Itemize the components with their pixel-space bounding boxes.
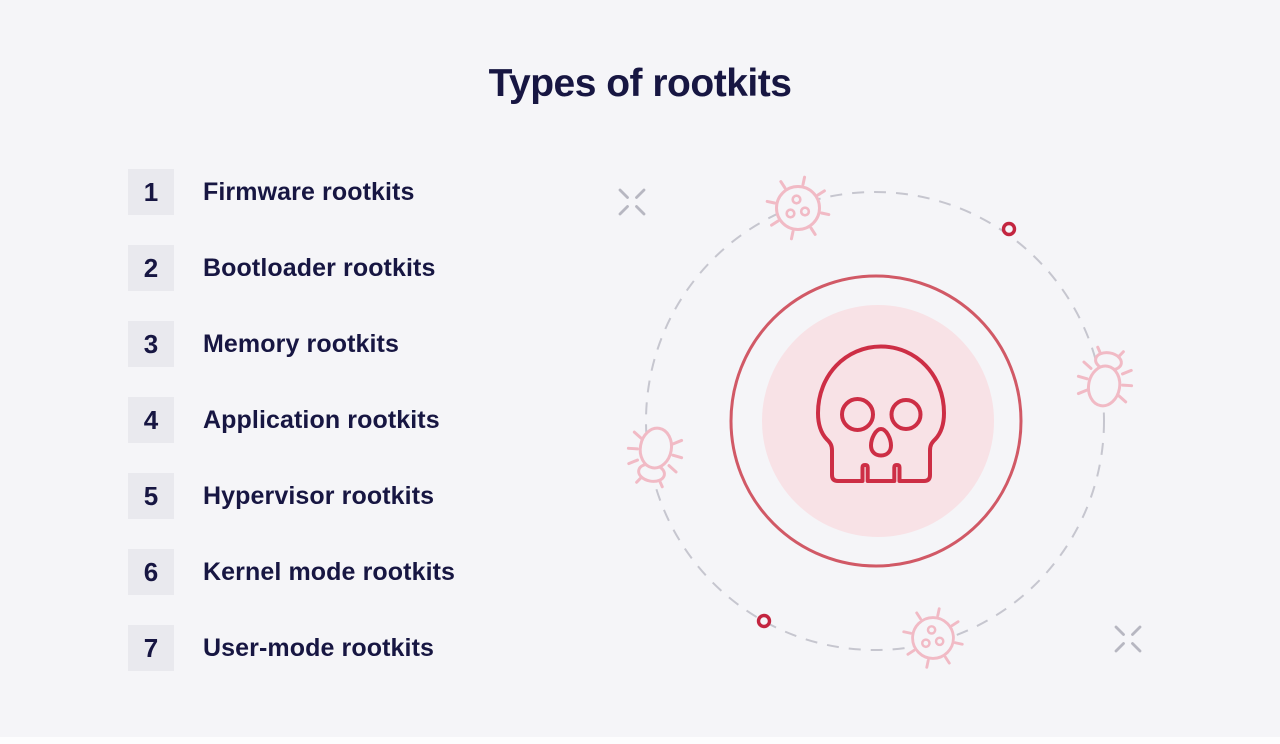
x-mark-bottom-right	[1114, 625, 1142, 653]
item-number-badge: 6	[128, 549, 174, 595]
item-label: Memory rootkits	[203, 329, 399, 358]
item-number-badge: 2	[128, 245, 174, 291]
item-label: Application rootkits	[203, 405, 440, 434]
item-number-badge: 4	[128, 397, 174, 443]
bug-icon-right	[1072, 343, 1139, 412]
item-number-badge: 3	[128, 321, 174, 367]
rootkit-illustration	[618, 175, 1142, 669]
item-number-badge: 5	[128, 473, 174, 519]
page-title: Types of rootkits	[488, 62, 792, 105]
virus-icon-top	[765, 175, 831, 241]
bug-icon-left	[621, 422, 688, 491]
item-number-badge: 1	[128, 169, 174, 215]
item-label: Hypervisor rootkits	[203, 481, 435, 510]
item-number-badge: 7	[128, 625, 174, 671]
skull-icon	[816, 344, 946, 483]
list-item: 2 Bootloader rootkits	[128, 245, 455, 291]
list-item: 4 Application rootkits	[128, 397, 455, 443]
list-item: 1 Firmware rootkits	[128, 169, 455, 215]
circle-marker-bottom-left	[756, 613, 772, 629]
item-label: Kernel mode rootkits	[203, 557, 456, 586]
x-mark-top-left	[618, 188, 646, 216]
item-label: User-mode rootkits	[203, 633, 435, 662]
list-item: 6 Kernel mode rootkits	[128, 549, 455, 595]
list-item: 3 Memory rootkits	[128, 321, 455, 367]
virus-icon-bottom	[902, 607, 964, 669]
orbit-dashed-circle	[645, 191, 1105, 651]
item-label: Firmware rootkits	[203, 177, 415, 206]
circle-marker-top-right	[1001, 221, 1017, 237]
bottom-edge-strip	[0, 737, 1280, 744]
list-item: 5 Hypervisor rootkits	[128, 473, 455, 519]
accent-ring	[729, 274, 1023, 568]
pink-circle-background	[762, 305, 994, 537]
list-item: 7 User-mode rootkits	[128, 625, 455, 671]
item-label: Bootloader rootkits	[203, 253, 436, 282]
